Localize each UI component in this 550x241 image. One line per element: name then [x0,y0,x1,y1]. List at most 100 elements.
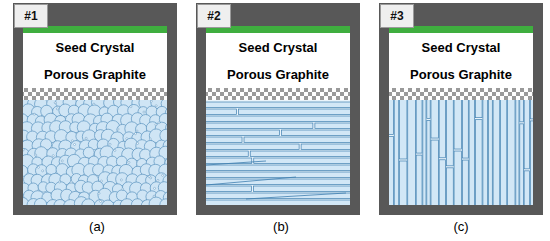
vertical-rod [475,120,482,205]
horizontal-rod [206,186,251,192]
horizontal-rod [239,109,350,115]
panel-number: #3 [380,4,414,28]
powder-fine [154,187,156,189]
powder-fine [85,137,87,139]
vertical-rod [462,100,468,158]
powder-fine [155,105,157,107]
crucible-wall [13,3,177,215]
vertical-rod [389,136,393,205]
crucible-panel: #1Seed CrystalPorous Graphite [13,3,177,215]
vertical-rod [423,100,426,205]
layer-region: Seed Crystal [206,33,350,61]
powder-fine [59,181,61,183]
source-material [206,100,350,205]
powder-fine [150,100,152,102]
vertical-rod [454,100,461,149]
horizontal-rod [206,130,280,136]
tilted-rod [246,193,346,199]
horizontal-rod [315,123,350,129]
vertical-rod [416,100,422,153]
powder-fine [52,155,54,157]
powder-fine [109,143,111,145]
powder-fine [149,138,151,140]
vertical-rod [493,100,500,205]
vertical-rod [400,161,407,205]
powder-fine [56,108,58,110]
powder-fine [153,195,155,197]
vertical-rod [483,100,488,205]
vertical-rod [469,100,475,205]
vertical-rod [524,171,529,205]
vertical-rod [400,100,407,159]
vertical-rod [394,100,398,205]
powder-grain [160,199,167,205]
powder-fine [130,106,132,108]
layer-region: Seed Crystal [23,33,167,61]
source-material [389,100,533,205]
crucible-wall [196,3,360,215]
horizontal-rod [253,186,350,192]
powder-fine [42,170,44,172]
powder-fine [162,174,164,176]
horizontal-rod [206,116,350,122]
vertical-rod [439,160,445,205]
powder-fine [134,133,136,135]
vertical-rod [439,100,445,158]
horizontal-rod [206,151,248,157]
powder-fine [136,130,138,132]
vertical-rod [416,155,422,205]
porous-graphite-band [389,88,533,100]
vertical-rod [446,100,453,166]
powder-fine [117,128,119,130]
powder-fine [98,192,100,194]
vertical-rod [431,100,438,138]
powder-fine [120,179,122,181]
horizontal-rod [250,151,350,157]
vertical-rod [427,120,430,205]
powder-fine [155,124,157,126]
horizontal-rod [206,193,350,199]
horizontal-rod [206,123,313,129]
panel-caption: (c) [453,219,468,234]
layer-region: Seed Crystal [389,33,533,61]
layer-label: Seed Crystal [239,40,318,55]
vertical-rod [501,100,507,205]
horizontal-rod [206,200,350,205]
crucible-wall [379,3,543,215]
vertical-rod [530,100,533,119]
vertical-rod [446,168,453,205]
powder-fine [158,122,160,124]
powder-fine [71,140,73,142]
powder-fine [23,149,24,151]
vertical-rod [530,121,533,205]
crucible-figure [196,3,360,215]
powder-fine [148,176,150,178]
crucible-cavity [23,26,167,205]
powder-fine [128,161,130,163]
vertical-rod [454,151,461,205]
horizontal-rod [206,179,350,185]
horizontal-rod [254,158,350,164]
vertical-rod [389,100,393,134]
vertical-rod [524,100,529,169]
powder-fine [33,113,35,115]
vertical-rod [520,100,524,122]
panel-caption: (a) [89,219,105,234]
powder-fine [126,138,128,140]
tilted-rod [206,177,296,185]
layer-label: Seed Crystal [422,40,501,55]
vertical-rod [408,100,416,205]
porous-graphite-band [206,88,350,100]
vertical-rod [427,100,430,118]
vertical-rod [520,124,524,205]
horizontal-rod [206,165,350,171]
powder-fine [35,154,37,156]
horizontal-rod [301,144,350,150]
vertical-rod [475,100,482,118]
crucible-figure [379,3,543,215]
powder-fine [54,102,56,104]
vertical-rod [488,100,492,205]
powder-fine [100,180,102,182]
powder-fine [137,142,139,144]
powder-fine [114,149,116,151]
